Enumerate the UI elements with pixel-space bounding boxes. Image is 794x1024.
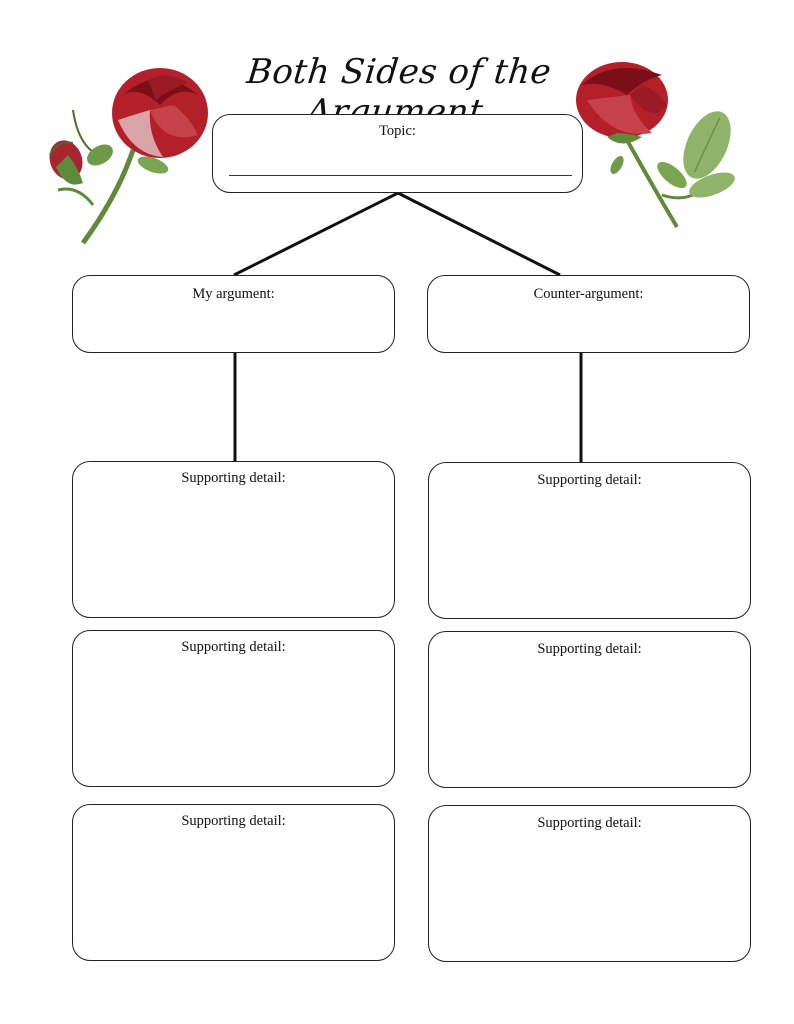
topic-write-line[interactable] [229,175,572,176]
topic-label: Topic: [379,123,416,139]
right-supporting-detail-box-1[interactable]: Supporting detail: [428,462,751,619]
rose-left-illustration [49,68,208,245]
topic-box[interactable]: Topic: [212,114,583,193]
supporting-detail-label: Supporting detail: [181,813,286,829]
left-supporting-detail-box-3[interactable]: Supporting detail: [72,804,395,961]
right-supporting-detail-box-3[interactable]: Supporting detail: [428,805,751,962]
supporting-detail-label: Supporting detail: [537,815,642,831]
supporting-detail-label: Supporting detail: [181,470,286,486]
topic-to-argument-line [233,191,399,277]
counter-argument-box[interactable]: Counter-argument: [427,275,750,353]
supporting-detail-label: Supporting detail: [181,639,286,655]
counter-argument-label: Counter-argument: [533,286,644,302]
supporting-detail-label: Supporting detail: [537,472,642,488]
rose-right-illustration [576,62,735,229]
left-supporting-detail-box-1[interactable]: Supporting detail: [72,461,395,618]
supporting-detail-label: Supporting detail: [537,641,642,657]
topic-to-counter-line [397,191,561,277]
right-supporting-detail-box-2[interactable]: Supporting detail: [428,631,751,788]
my-argument-box[interactable]: My argument: [72,275,395,353]
left-supporting-detail-box-2[interactable]: Supporting detail: [72,630,395,787]
my-argument-label: My argument: [192,286,275,302]
